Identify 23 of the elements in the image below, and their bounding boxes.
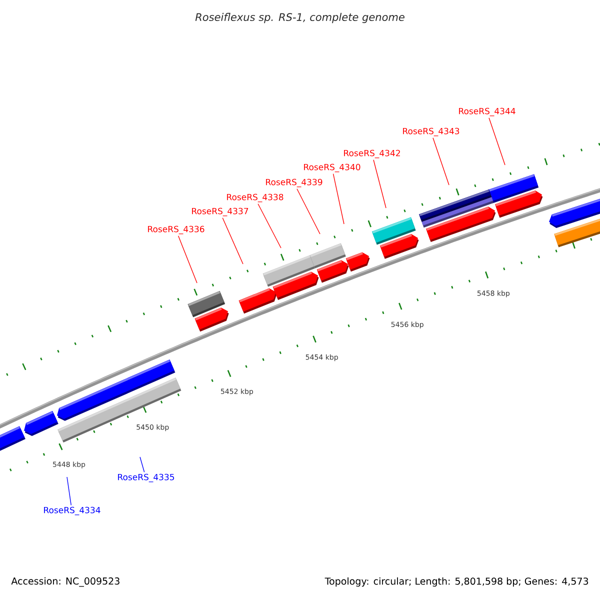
gene-label: RoseRS_4338 [227,194,284,202]
gene-label: RoseRS_4334 [44,506,100,516]
leader-line [296,188,320,234]
leader-line [373,160,386,208]
gene-label: RoseRS_4342 [344,150,400,158]
footer-text: Accession: NC_009523 [11,577,120,587]
leader-line [66,476,72,506]
gene-label: RoseRS_4335 [118,474,174,482]
leader-line [258,204,282,248]
leader-line [488,118,506,166]
gene-label: RoseRS_4337 [192,208,248,216]
leader-line [332,174,344,224]
leader-line [178,236,198,284]
gene-label: RoseRS_4344 [459,108,516,116]
footer-text: Topology: circular; Length: 5,801,598 bp; Genes: 4,573 [324,577,588,587]
leader-line [432,138,450,186]
leader-line [222,218,244,264]
gene-label: RoseRS_4340 [304,164,360,172]
gene-label: RoseRS_4336 [148,226,204,234]
gene-label: RoseRS_4343 [403,128,460,136]
leader-line [140,456,145,472]
gene-label: RoseRS_4339 [266,178,322,188]
title: Roseiflexus sp. RS-1, complete genome [195,12,404,24]
